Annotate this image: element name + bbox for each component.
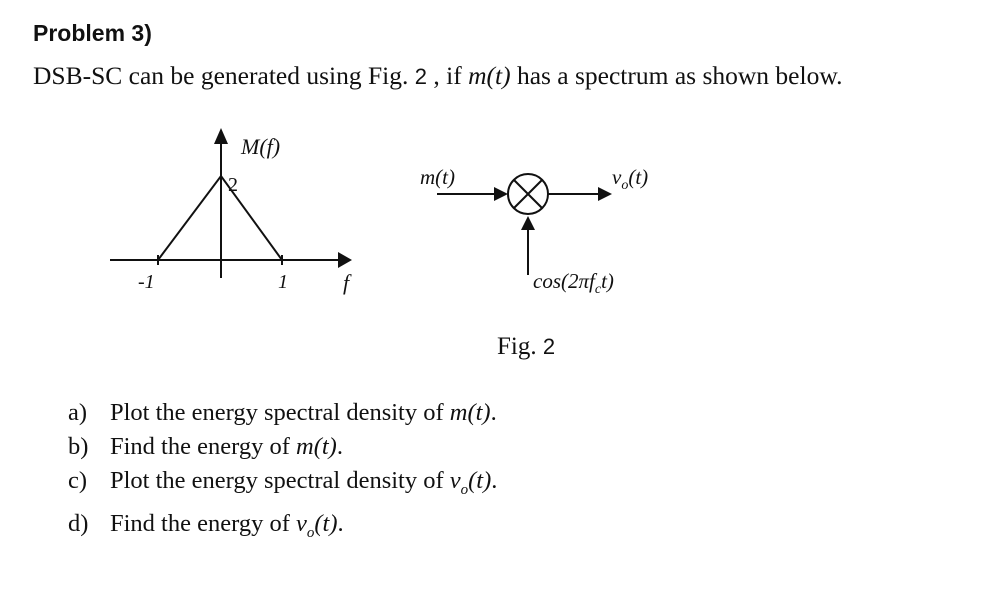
question-signal: vo(t) [296,509,338,541]
question-item: a) Plot the energy spectral density of m(… [68,396,497,430]
spectrum-label: M(f) [240,134,280,159]
spectrum-plot: M(f) 2 -1 1 f [110,128,352,295]
frequency-axis-arrow [338,252,352,268]
question-letter: b) [68,433,89,460]
question-letter: a) [68,399,88,426]
carrier-arrow [521,216,535,230]
output-signal-label: vo(t) [612,165,648,193]
problem-title: Problem 3) [33,20,152,46]
frequency-axis-label: f [343,270,352,295]
question-signal: m(t) [449,399,491,426]
figure-caption-number: 2 [542,334,556,359]
question-letter: d) [68,509,89,537]
triangle-spectrum [157,174,283,261]
question-end: . [336,433,343,460]
right-tick-label: 1 [278,271,288,293]
statement-signal: m(t) [468,61,511,90]
problem-statement: DSB-SC can be generated using Fig. 2 , i… [33,61,842,91]
left-tick-label: -1 [138,271,155,293]
question-signal: vo(t) [449,467,492,498]
output-arrow [598,187,612,201]
question-text: Plot the energy spectral density of [110,467,450,494]
question-signal: m(t) [296,433,337,460]
statement-text-middle: , if [433,61,469,90]
question-list: a) Plot the energy spectral density of m(… [68,396,497,550]
carrier-signal-label: cos(2πfct) [533,269,614,297]
question-text: Find the energy of [110,433,296,460]
question-item: b) Find the energy of m(t). [68,430,497,464]
question-item: c) Plot the energy spectral density of vo… [68,464,497,507]
peak-value-label: 2 [228,174,238,196]
figure-reference: 2 [414,64,427,89]
question-end: . [337,509,344,537]
statement-text-end: has a spectrum as shown below. [510,61,843,90]
statement-text-start: DSB-SC can be generated using Fig. [33,61,409,90]
amplitude-axis-arrow [214,128,228,144]
multiplier-cross-b [513,179,543,209]
input-arrow [494,187,508,201]
modulator-block-diagram: m(t) vo(t) cos(2πfct) [420,165,648,297]
question-letter: c) [68,467,88,494]
question-text: Find the energy of [110,509,296,537]
question-text: Plot the energy spectral density of [110,399,450,426]
question-end: . [491,467,498,494]
question-item: d) Find the energy of vo(t). [68,507,497,550]
figure-caption: Fig. 2 [497,333,555,361]
input-signal-label: m(t) [420,165,455,189]
figure-caption-prefix: Fig. [497,333,537,360]
question-end: . [490,399,497,426]
